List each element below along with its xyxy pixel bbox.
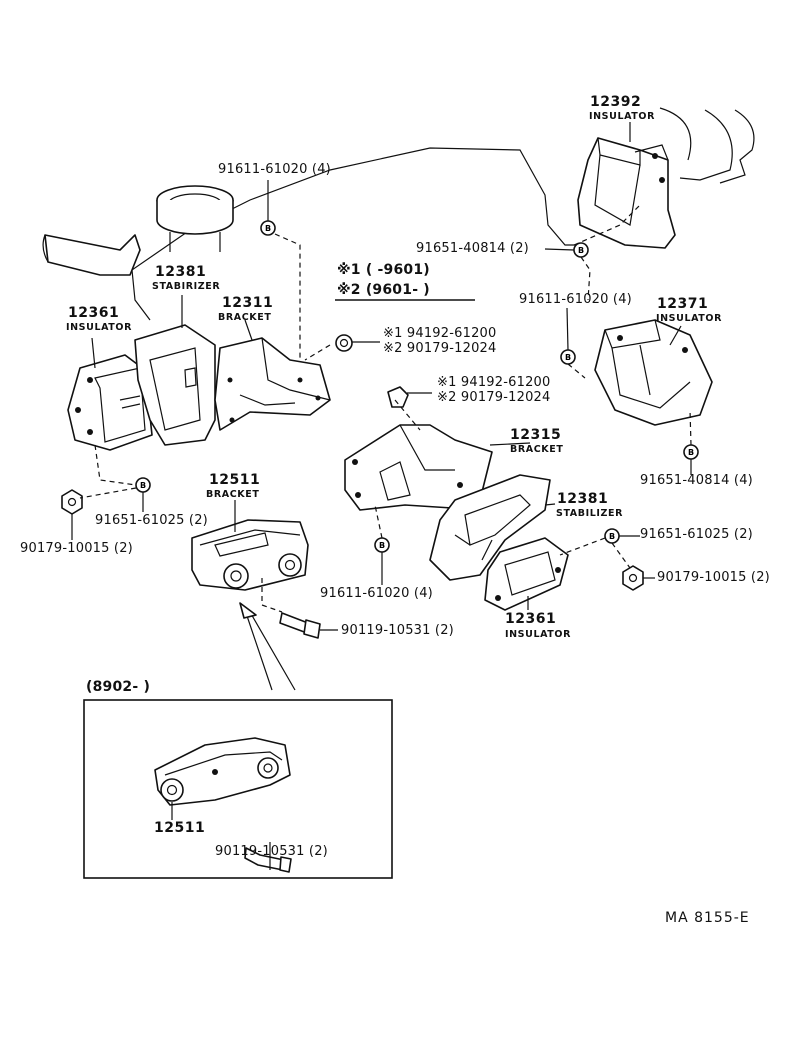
insulator-12392 bbox=[577, 107, 755, 249]
variant-note-2: ※2 (9601- ) bbox=[337, 282, 430, 298]
stabilizer-12381-left bbox=[134, 324, 216, 446]
dashed-guides bbox=[79, 204, 692, 613]
part-number-91611-bottom: 91611-61020 (4) bbox=[320, 586, 433, 601]
part-number-12381-left: 12381 bbox=[155, 264, 207, 280]
nut-90179-left bbox=[61, 489, 83, 515]
variant-note-1: ※1 ( -9601) bbox=[337, 262, 430, 278]
part-number-90179-10015-left: 90179-10015 (2) bbox=[20, 541, 133, 556]
part-number-12361-right: 12361 bbox=[505, 611, 557, 627]
diagram-reference-code: MA 8155-E bbox=[665, 910, 750, 926]
inset-box bbox=[83, 699, 393, 879]
part-number-12381-right: 12381 bbox=[557, 491, 609, 507]
callout-letter: B bbox=[578, 246, 584, 255]
callout-letter: B bbox=[265, 224, 271, 233]
insulator-12361-left bbox=[67, 354, 153, 451]
part-number-12392: 12392 bbox=[590, 94, 642, 110]
part-name-bracket-12315: BRACKET bbox=[510, 444, 564, 455]
nut-upper bbox=[335, 334, 353, 352]
part-number-91611-top: 91611-61020 (4) bbox=[218, 162, 331, 177]
part-number-12361-left: 12361 bbox=[68, 305, 120, 321]
part-number-12311: 12311 bbox=[222, 295, 274, 311]
nut-90179-right bbox=[622, 565, 644, 591]
nut-lower bbox=[387, 386, 409, 408]
part-number-12315: 12315 bbox=[510, 427, 562, 443]
detail-arrow bbox=[239, 602, 296, 691]
inset-part-number-90119: 90119-10531 (2) bbox=[215, 844, 328, 859]
callout-letter: B bbox=[565, 353, 571, 362]
part-name-bracket-12511: BRACKET bbox=[206, 489, 260, 500]
callout-letter: B bbox=[140, 481, 146, 490]
alt-part-2-upper: ※2 90179-12024 bbox=[383, 341, 497, 356]
part-number-91651-61025-right: 91651-61025 (2) bbox=[640, 527, 753, 542]
part-name-bracket-12311: BRACKET bbox=[218, 312, 272, 323]
alt-part-1-lower: ※1 94192-61200 bbox=[437, 375, 551, 390]
callout-letter: B bbox=[379, 541, 385, 550]
part-number-91651-40814-right: 91651-40814 (4) bbox=[640, 473, 753, 488]
bolt-90119-upper bbox=[279, 612, 321, 639]
part-number-90119-upper: 90119-10531 (2) bbox=[341, 623, 454, 638]
insulator-12361-right bbox=[484, 537, 569, 611]
part-name-insulator: INSULATOR bbox=[589, 111, 655, 122]
part-number-91651-61025-left: 91651-61025 (2) bbox=[95, 513, 208, 528]
part-number-91611-right: 91611-61020 (4) bbox=[519, 292, 632, 307]
part-name-insulator-12371: INSULATOR bbox=[656, 313, 722, 324]
callout-markers: B B B B B B B bbox=[135, 220, 699, 553]
part-name-stabilizer: STABILIZER bbox=[556, 508, 623, 519]
callout-letter: B bbox=[688, 448, 694, 457]
part-name-insulator-12361-right: INSULATOR bbox=[505, 629, 571, 640]
bracket-12311 bbox=[214, 337, 331, 431]
part-number-91651-40814-top: 91651-40814 (2) bbox=[416, 241, 529, 256]
part-name-stabirizer: STABIRIZER bbox=[152, 281, 221, 292]
alt-part-1-upper: ※1 94192-61200 bbox=[383, 326, 497, 341]
inset-part-number-12511: 12511 bbox=[154, 820, 206, 836]
inset-date-range: (8902- ) bbox=[86, 679, 151, 695]
insulator-12371 bbox=[594, 319, 713, 426]
hose bbox=[42, 234, 141, 276]
bracket-12511 bbox=[191, 519, 309, 591]
part-number-12511: 12511 bbox=[209, 472, 261, 488]
part-name-insulator-12361-left: INSULATOR bbox=[66, 322, 132, 333]
part-number-12371: 12371 bbox=[657, 296, 709, 312]
stabilizer-12381-right bbox=[429, 474, 551, 581]
filler-cap bbox=[156, 185, 234, 252]
callout-letter: B bbox=[609, 532, 615, 541]
alt-part-2-lower: ※2 90179-12024 bbox=[437, 390, 551, 405]
leader-lines bbox=[71, 122, 692, 631]
part-number-90179-10015-right: 90179-10015 (2) bbox=[657, 570, 770, 585]
